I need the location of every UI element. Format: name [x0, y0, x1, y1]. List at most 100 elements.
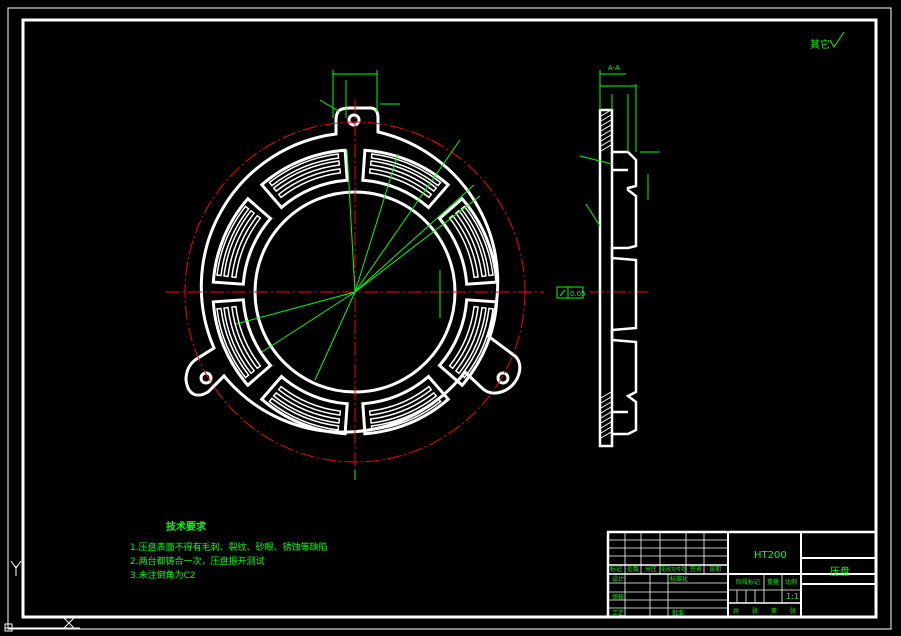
weight-label: 重量 [767, 578, 779, 586]
slot-rib [268, 397, 340, 431]
sheet-border [7, 7, 892, 630]
slot-rib [370, 397, 442, 431]
hatch-line [600, 401, 612, 409]
hatch-line [600, 406, 612, 414]
dim-line [354, 139, 461, 293]
slot-outline [211, 196, 273, 286]
section-hatching [600, 109, 612, 439]
hatch-line [600, 431, 612, 439]
hatch-line [600, 144, 612, 152]
slot-rib [277, 168, 342, 199]
sheet-cell: 共 [733, 607, 739, 615]
roughness-symbol [829, 31, 845, 48]
header-cell: 标记 [610, 565, 622, 573]
slot-rib [231, 214, 262, 279]
roughness-note: 其它 [810, 38, 830, 51]
slot-rib [216, 307, 250, 379]
std-label: 标准化 [670, 575, 688, 583]
stage-label: 阶段标记 [736, 578, 760, 586]
dim-line [354, 195, 481, 293]
plate-outer-contour [184, 106, 522, 434]
header-cell: 分区 [645, 565, 657, 573]
approve-label: 批准 [672, 609, 684, 617]
hatch-line [600, 124, 612, 132]
slot-outline [437, 196, 499, 286]
tech-req-item: 1.压盘表面不得有毛刺、裂纹、砂眼、锈蚀等缺陷 [130, 541, 328, 553]
front-view [184, 106, 522, 434]
front-view-dimensions [235, 70, 481, 480]
dim-line [354, 184, 475, 293]
ucs-icon [4, 560, 80, 632]
material-text: HT200 [754, 550, 787, 561]
role-label: 工艺 [612, 609, 624, 617]
lug-hole-top [347, 113, 361, 127]
section-view [598, 108, 638, 448]
slot-rib [454, 306, 487, 375]
slot-rib [460, 205, 494, 277]
dim-line [585, 203, 601, 227]
title-block [606, 530, 878, 619]
section-label: A-A [608, 64, 620, 72]
slot-rib [369, 391, 438, 424]
sheet-cell: 张 [790, 607, 796, 615]
slot-rib [277, 385, 342, 416]
hatch-line [600, 114, 612, 122]
sheet-cell: 第 [771, 607, 777, 615]
tolerance-value: 0.05 [570, 290, 586, 298]
dim-line [354, 153, 399, 293]
hatch-line [600, 139, 612, 147]
hatch-line [600, 396, 612, 404]
ucs-x-mark [63, 617, 75, 629]
slot-outline [437, 298, 499, 388]
tech-req-item: 3.未注倒角为C2 [130, 569, 196, 581]
ucs-origin-box [4, 623, 13, 632]
slot-rib [448, 214, 479, 279]
slot-rib [448, 305, 479, 370]
hatch-line [600, 134, 612, 142]
role-label: 设计 [612, 575, 624, 583]
hatch-line [600, 426, 612, 434]
hatch-line [600, 411, 612, 419]
dim-line [314, 291, 356, 381]
hatch-line [600, 119, 612, 127]
slot-rib [223, 209, 256, 278]
hatch-line [600, 416, 612, 424]
dim-line [261, 291, 356, 353]
slot-rib [272, 391, 341, 424]
lug-hole-right [496, 371, 510, 385]
slot-rib [268, 153, 340, 187]
scale-value: 1:1 [786, 592, 799, 601]
header-cell: 处数 [627, 565, 639, 573]
drawing-frame [21, 18, 878, 619]
hatch-line [600, 391, 612, 399]
slot-outline [259, 148, 349, 210]
dim-line [346, 149, 356, 293]
part-name-text: 压盘 [830, 565, 850, 578]
header-cell: 更改文件号 [661, 566, 686, 573]
header-cell: 日期 [709, 565, 721, 573]
slot-rib [454, 209, 487, 278]
tolerance-box [556, 286, 584, 299]
role-label: 审核 [612, 593, 624, 601]
slot-outline [361, 148, 451, 210]
dim-line [579, 155, 613, 165]
hatch-line [600, 421, 612, 429]
dim-line [319, 99, 341, 113]
slot-outline [361, 374, 451, 436]
sheet-cell: 张 [752, 607, 758, 615]
scale-label: 比例 [785, 578, 797, 586]
slot-rib [231, 305, 262, 370]
slot-outline [211, 298, 273, 388]
tech-req-title: 技术要求 [166, 520, 207, 533]
ucs-y-axis [10, 560, 22, 576]
hatch-line [600, 129, 612, 137]
slot-rib [223, 306, 256, 375]
slot-rib [272, 160, 341, 193]
tech-req-item: 2.两台都铸合一次，压盘振开测试 [130, 555, 265, 567]
tolerance-frame [556, 286, 584, 299]
slot-outline [259, 374, 349, 436]
slot-rib [368, 385, 433, 416]
slot-rib [216, 205, 250, 277]
slot-rib [460, 307, 494, 379]
